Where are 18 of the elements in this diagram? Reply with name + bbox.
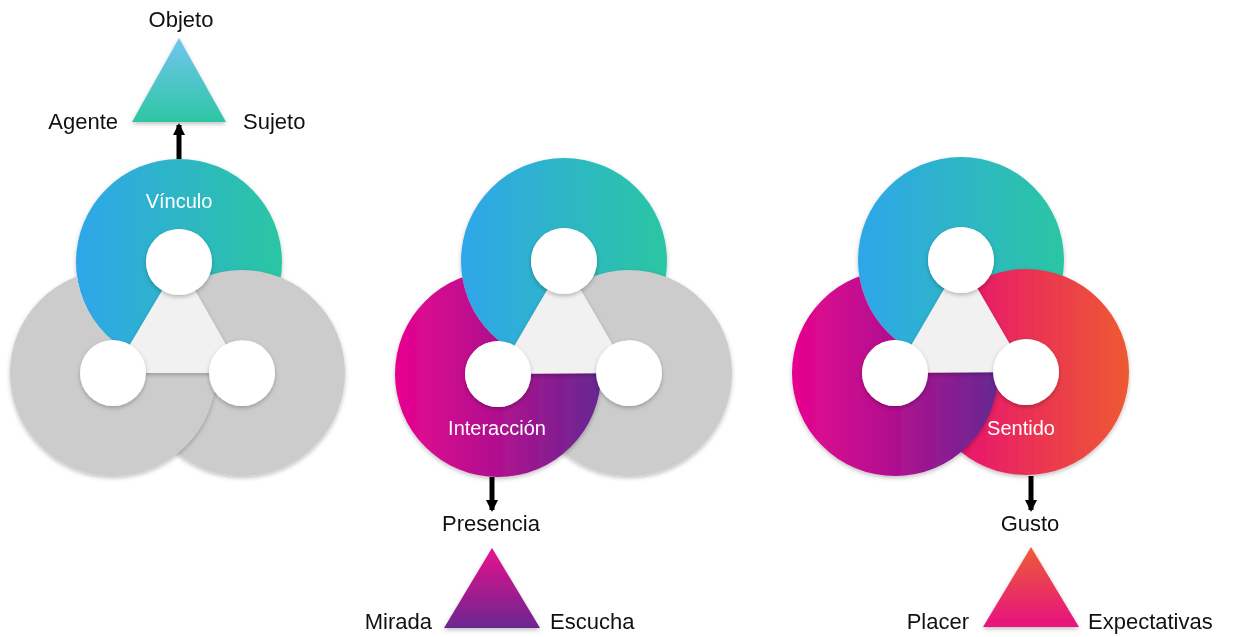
vertex-label: Placer (906, 609, 969, 635)
ring-label: Sentido (987, 416, 1055, 440)
vertex-label: Presencia (442, 511, 540, 537)
ring-cluster (792, 157, 1129, 476)
arrow (173, 123, 185, 159)
vertex-label: Sujeto (243, 109, 306, 135)
vertex-label: Expectativas (1088, 609, 1213, 635)
vertex-label: Escucha (550, 609, 635, 635)
ring-cluster (10, 159, 345, 476)
vertex-label: Agente (48, 109, 118, 135)
ring-label: Interacción (448, 416, 546, 440)
vertex-label: Objeto (148, 7, 214, 33)
arrow (486, 477, 498, 512)
ring-cluster (395, 158, 732, 477)
vertex-label: Mirada (364, 609, 432, 635)
vertex-label: Gusto (1000, 511, 1060, 537)
ring-label: Vínculo (145, 189, 213, 213)
arrow (1025, 476, 1037, 512)
